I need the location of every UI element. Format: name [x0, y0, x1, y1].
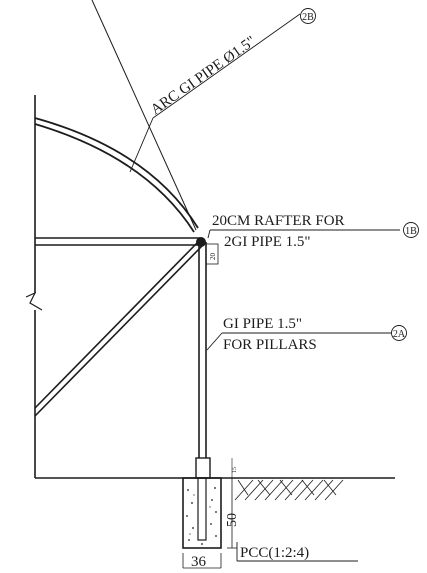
- footing-depth-dimension: 50: [225, 478, 240, 549]
- pillar-label-line1: GI PIPE 1.5": [223, 316, 302, 332]
- rafter-pipe: [35, 237, 200, 246]
- footing-width-dim: 36: [191, 554, 207, 570]
- rafter-tag: 1B: [405, 226, 417, 237]
- break-symbol: [25, 291, 43, 311]
- left-wall: [25, 95, 43, 478]
- top-diagonal-line: [91, 0, 197, 231]
- rafter-depth-dim: 20: [209, 253, 217, 261]
- rafter-callout: 20CM RAFTER FOR 2GI PIPE 1.5" 1B: [207, 213, 419, 250]
- pillar-sleeve: [195, 457, 211, 479]
- ground-hatching: [234, 479, 344, 501]
- arc-pipe-label: ARC GI PIPE Ø1.5": [148, 33, 259, 118]
- rafter-label-line2: 2GI PIPE 1.5": [224, 234, 311, 250]
- joint-node: [196, 237, 206, 247]
- arc-pipe-tag: 2B: [302, 12, 314, 23]
- diagonal-brace: [34, 241, 203, 417]
- pcc-label: PCC(1:2:4): [240, 545, 309, 561]
- pillar-tag: 2A: [393, 329, 406, 340]
- arc-pipe-callout: ARC GI PIPE Ø1.5" 2B: [129, 8, 316, 173]
- pillar-callout: GI PIPE 1.5" FOR PILLARS 2A: [206, 316, 407, 353]
- pillar-label-line2: FOR PILLARS: [223, 337, 317, 353]
- rafter-label-line1: 20CM RAFTER FOR: [212, 213, 345, 229]
- footing-width-dimension: 36: [182, 553, 222, 570]
- arch-pipe: [34, 117, 199, 233]
- footing-depth-dim: 50: [225, 513, 240, 527]
- ground-offset-dim: 15: [232, 467, 238, 473]
- rafter-depth-box: [205, 243, 219, 265]
- pillar-pipe: [198, 242, 207, 458]
- pcc-callout: PCC(1:2:4): [236, 542, 358, 562]
- pcc-footing: [182, 477, 222, 549]
